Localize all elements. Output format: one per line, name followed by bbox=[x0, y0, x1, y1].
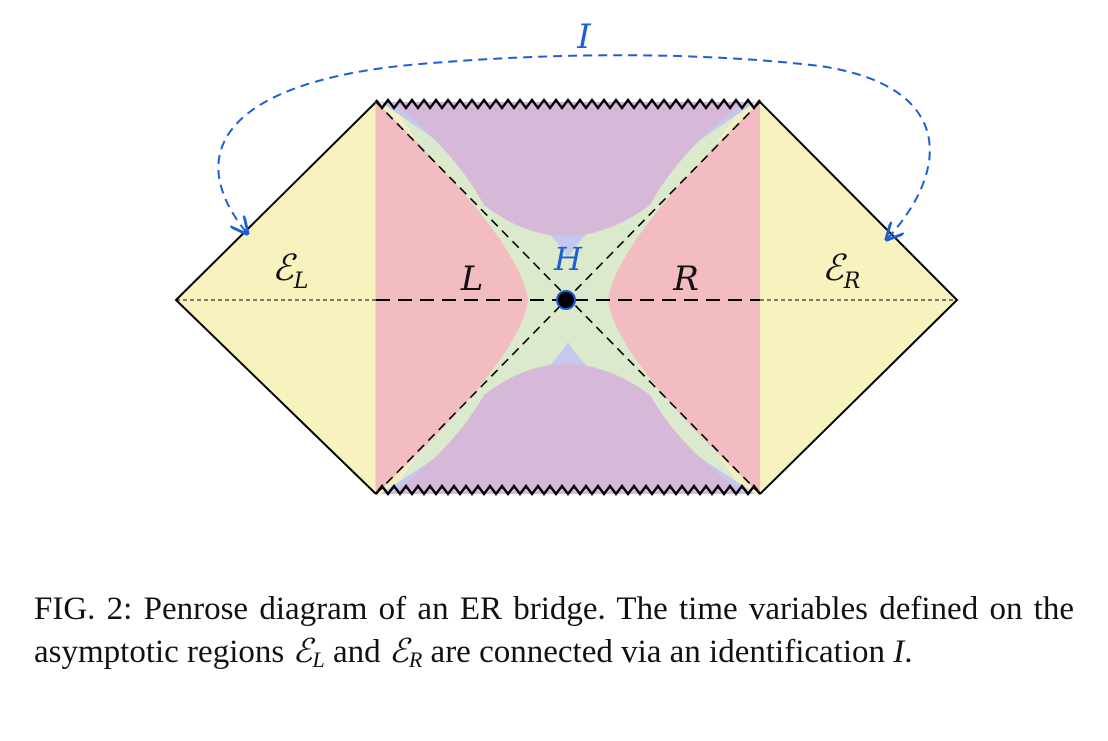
figure-caption: FIG. 2: Penrose diagram of an ER bridge.… bbox=[34, 588, 1074, 681]
left-asymptotic-region bbox=[176, 102, 376, 494]
right-asymptotic-label: ℰR bbox=[822, 248, 860, 294]
right-region-label: R bbox=[672, 259, 699, 299]
caption-symbol-el: ℰ bbox=[292, 631, 313, 670]
caption-symbol-el-sub: L bbox=[312, 647, 325, 672]
bifurcation-point bbox=[556, 290, 576, 310]
left-exterior-shape bbox=[376, 102, 528, 494]
caption-text-3: are connected via an identification bbox=[430, 634, 885, 670]
caption-fig-number: FIG. 2: bbox=[34, 591, 133, 627]
horizon-point-label: H bbox=[553, 240, 583, 278]
caption-symbol-er: ℰ bbox=[388, 631, 409, 670]
interior-bottom-core bbox=[392, 364, 744, 494]
right-exterior-shape bbox=[608, 102, 760, 494]
future-singularity bbox=[375, 98, 761, 110]
right-asymptotic-region bbox=[760, 102, 957, 494]
identification-arrow bbox=[217, 54, 931, 238]
caption-text-2: and bbox=[332, 634, 381, 670]
left-region-label: L bbox=[460, 259, 484, 299]
penrose-diagram: I H L R ℰL ℰR bbox=[174, 17, 959, 497]
caption-symbol-i: I bbox=[893, 634, 905, 670]
caption-text-1: Penrose diagram of an ER bridge. The tim… bbox=[34, 591, 1074, 670]
past-singularity bbox=[375, 484, 761, 496]
caption-text-4: . bbox=[904, 634, 913, 670]
identification-label: I bbox=[576, 17, 591, 57]
caption-symbol-er-sub: R bbox=[408, 647, 423, 672]
left-asymptotic-label: ℰL bbox=[272, 248, 308, 294]
interior-top-core bbox=[392, 102, 744, 236]
